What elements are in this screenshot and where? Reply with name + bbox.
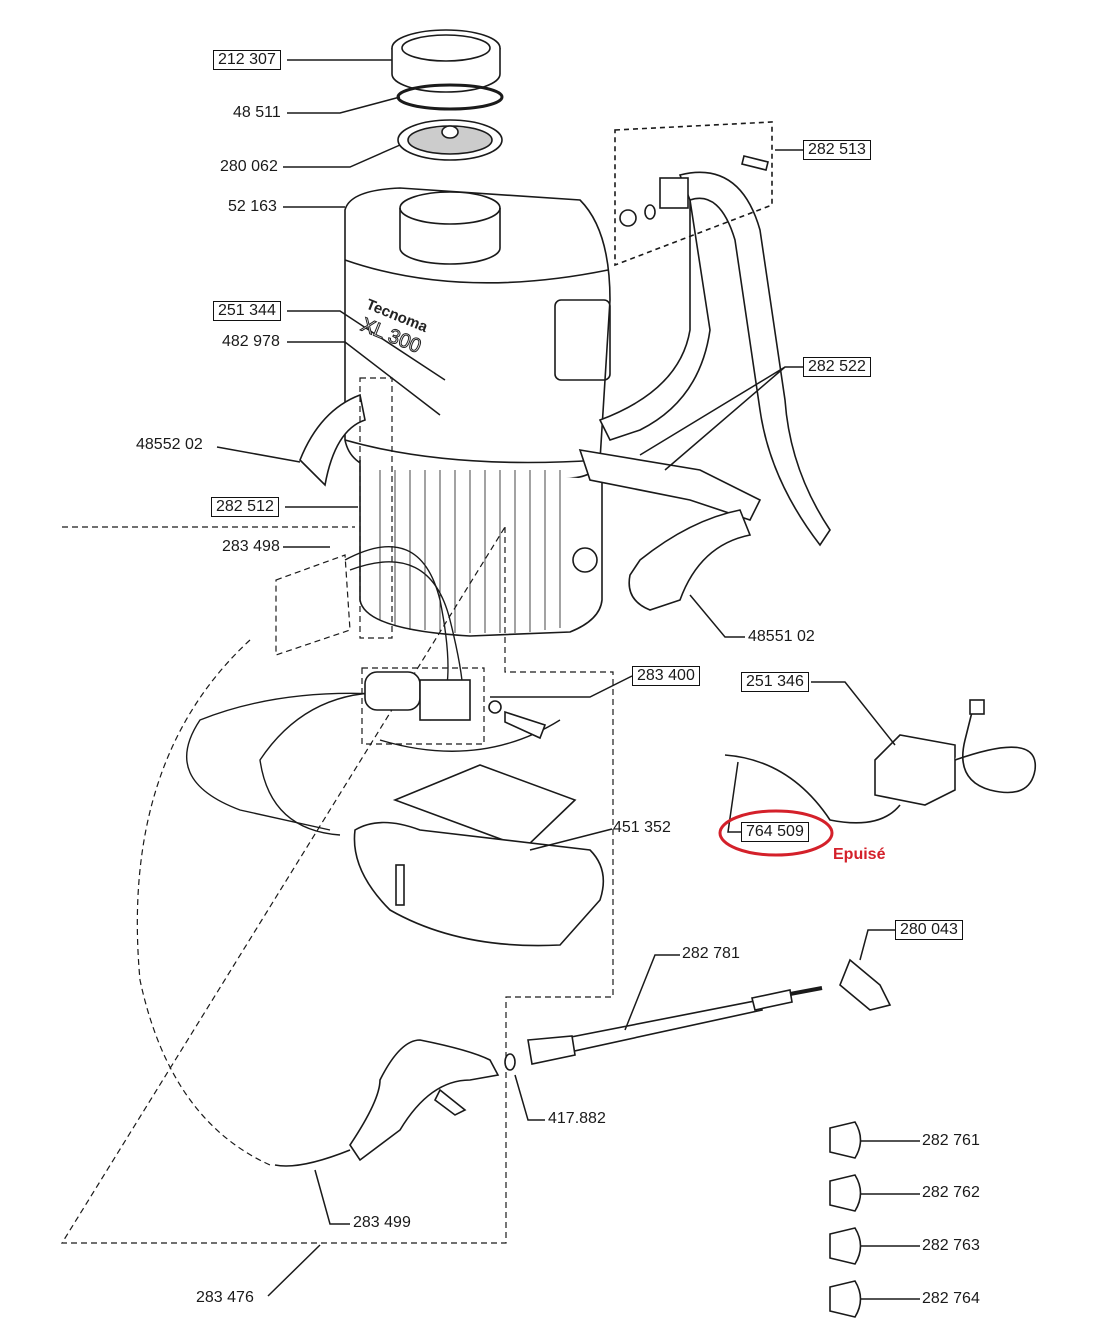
battery-board [353, 764, 605, 947]
part-label: 280 043 [895, 920, 963, 940]
part-label: 283 498 [222, 538, 280, 555]
leader-lines [216, 59, 920, 1300]
pump-motor [364, 671, 547, 740]
part-label: 48552 02 [136, 436, 203, 453]
part-label: 282 522 [803, 357, 871, 377]
part-label: 212 307 [213, 50, 281, 70]
spray-lance [504, 958, 892, 1071]
part-label: 280 062 [220, 158, 278, 175]
part-label: 48551 02 [748, 628, 815, 645]
part-label: 283 499 [353, 1214, 411, 1231]
highlight-ellipse [718, 809, 834, 857]
filter-basket [397, 119, 503, 161]
part-label: 282 513 [803, 140, 871, 160]
charger [724, 699, 1036, 824]
nozzle-caps [829, 1121, 862, 1318]
kit-boundary [60, 377, 614, 1244]
part-label: 251 346 [741, 672, 809, 692]
out-of-stock-note: Epuisé [833, 846, 886, 863]
part-label: 482 978 [222, 333, 280, 350]
part-label-highlighted: 764 509 [741, 822, 809, 842]
part-label: 283 400 [632, 666, 700, 686]
part-label: 282 762 [922, 1184, 980, 1201]
tank [344, 187, 611, 479]
buckle-kit [614, 121, 773, 267]
part-label: 417.882 [548, 1110, 606, 1127]
part-label: 282 781 [682, 945, 740, 962]
spray-gun [274, 1039, 500, 1167]
part-label: 282 763 [922, 1237, 980, 1254]
part-label: 283 476 [196, 1289, 254, 1306]
part-label: 48 511 [233, 104, 281, 121]
part-label: 282 764 [922, 1290, 980, 1307]
shoulder-straps [299, 171, 831, 611]
part-label: 251 344 [213, 301, 281, 321]
tank-cap [391, 29, 501, 93]
part-label: 282 512 [211, 497, 279, 517]
part-label: 451 352 [613, 819, 671, 836]
part-label: 52 163 [228, 198, 277, 215]
part-label: 282 761 [922, 1132, 980, 1149]
pump-housing [359, 460, 603, 637]
